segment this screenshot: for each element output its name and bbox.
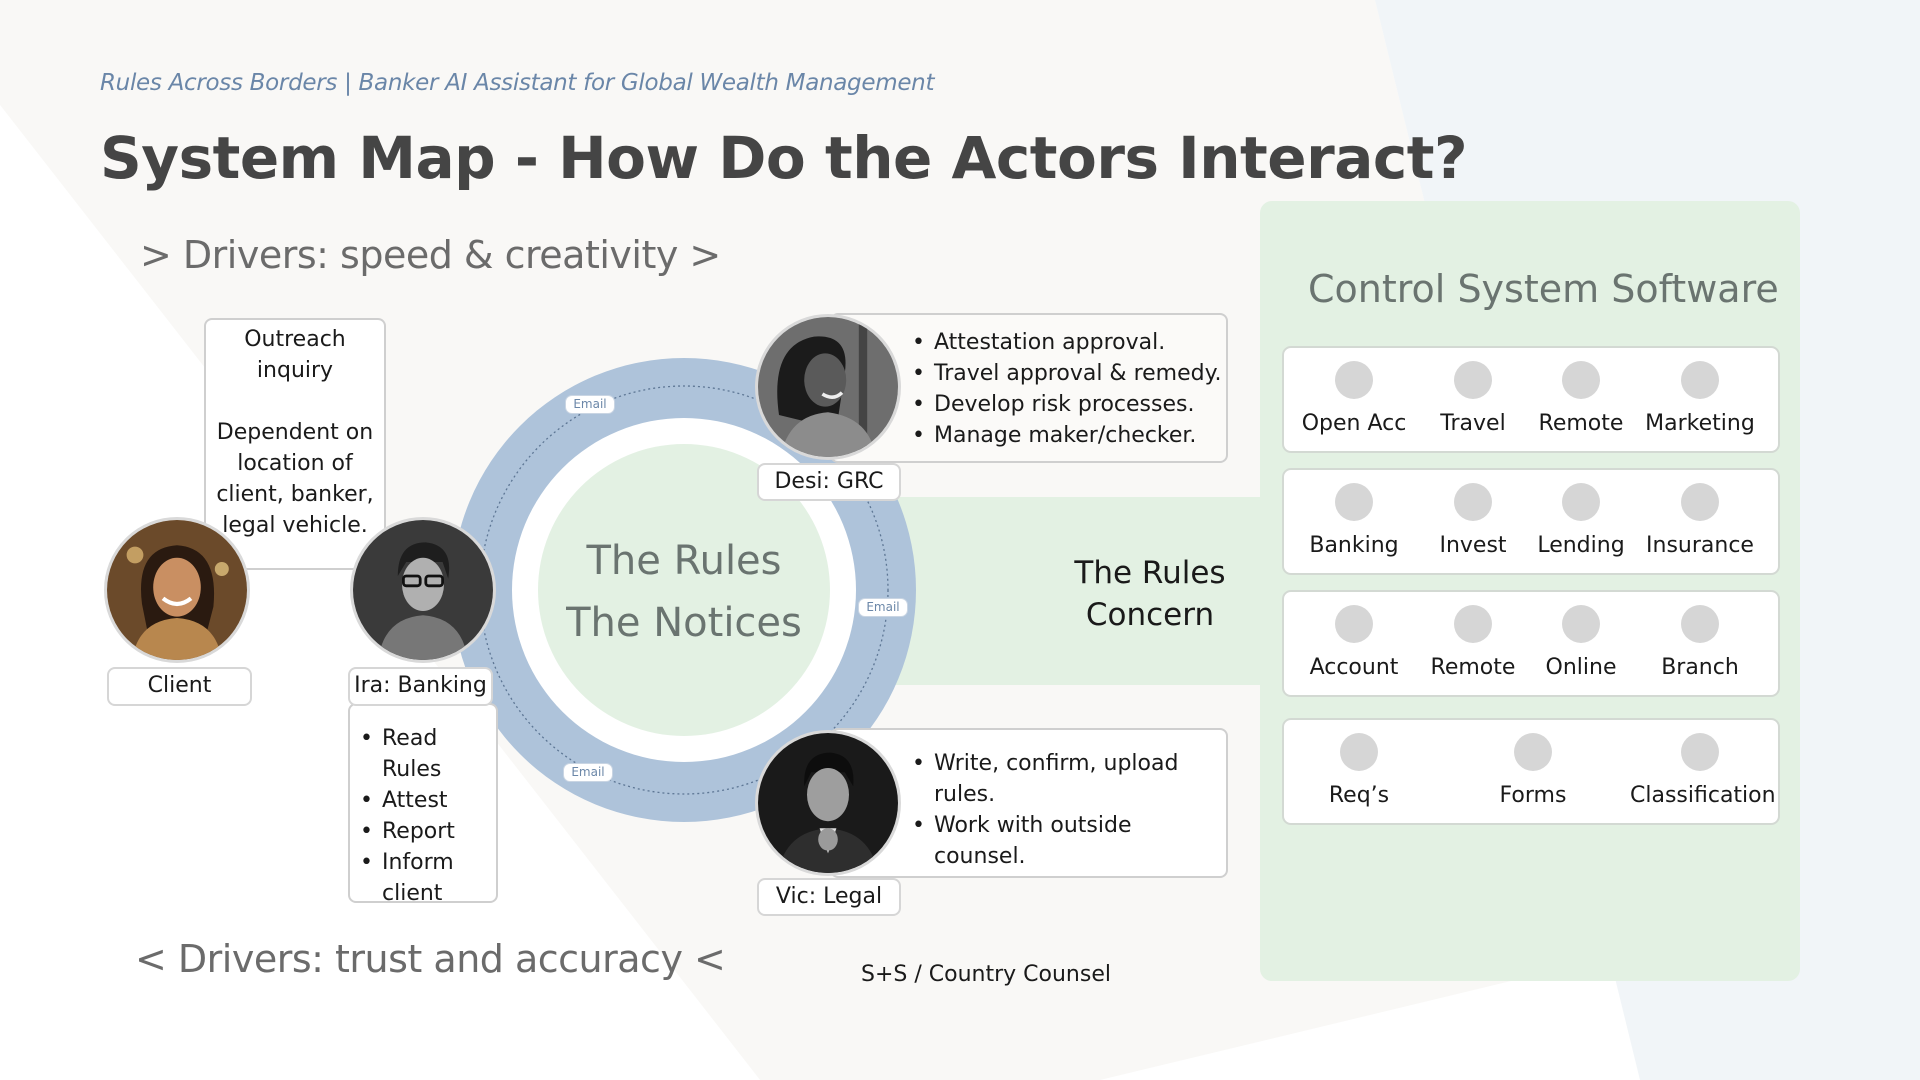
ira-task: Read Rules [356, 723, 496, 785]
center-line-notices: The Notices [566, 600, 802, 646]
control-item-insurance[interactable]: Insurance [1630, 470, 1770, 573]
control-item-label: Invest [1439, 533, 1507, 558]
outreach-line: legal vehicle. [222, 513, 368, 538]
outreach-note: Outreach inquiry Dependent on location o… [204, 318, 386, 570]
control-item-branch[interactable]: Branch [1630, 592, 1770, 695]
ira-task-list: Read Rules Attest Report Inform client [348, 703, 498, 906]
status-dot-icon [1681, 733, 1719, 771]
outreach-line: Dependent on [216, 420, 374, 445]
control-row: Banking Invest Lending Insurance [1282, 468, 1780, 575]
drivers-top-label: > Drivers: speed & creativity > [140, 233, 721, 277]
status-dot-icon [1340, 733, 1378, 771]
desi-task: Manage maker/checker. [908, 420, 1226, 451]
status-dot-icon [1681, 361, 1719, 399]
control-item-label: Marketing [1645, 411, 1755, 436]
desi-photo-icon [758, 317, 898, 457]
email-pill-bottom: Email [563, 763, 613, 782]
control-item-account[interactable]: Account [1284, 592, 1424, 695]
control-item-label: Online [1545, 655, 1617, 680]
ira-label: Ira: Banking [348, 667, 493, 706]
concern-line: The Rules [1074, 555, 1226, 591]
status-dot-icon [1454, 605, 1492, 643]
control-item-label: Account [1309, 655, 1399, 680]
control-item-banking[interactable]: Banking [1284, 470, 1424, 573]
status-dot-icon [1335, 483, 1373, 521]
client-photo-icon [107, 520, 247, 660]
control-item-invest[interactable]: Invest [1403, 470, 1543, 573]
control-item-label: Travel [1440, 411, 1506, 436]
client-label: Client [107, 667, 252, 706]
status-dot-icon [1335, 605, 1373, 643]
desi-avatar [755, 314, 901, 460]
vic-task: Work with outside counsel. [908, 810, 1226, 872]
client-avatar [104, 517, 250, 663]
background-white-wedge [1100, 950, 1640, 1080]
status-dot-icon [1562, 361, 1600, 399]
control-item-label: Branch [1661, 655, 1739, 680]
control-item-label: Remote [1538, 411, 1624, 436]
center-line-rules: The Rules [586, 538, 782, 584]
status-dot-icon [1681, 605, 1719, 643]
control-item-marketing[interactable]: Marketing [1630, 348, 1770, 451]
rules-concern-label: The Rules Concern [1040, 552, 1260, 636]
deck-subtitle: Rules Across Borders | Banker AI Assista… [100, 70, 935, 96]
control-item-label: Remote [1430, 655, 1516, 680]
outreach-line: Outreach [244, 327, 346, 352]
status-dot-icon [1454, 361, 1492, 399]
control-item-classification[interactable]: Classification [1630, 720, 1776, 823]
page-title: System Map - How Do the Actors Interact? [100, 124, 1468, 192]
control-item-lending[interactable]: Lending [1511, 470, 1651, 573]
vic-label: Vic: Legal [757, 878, 901, 916]
desi-task: Develop risk processes. [908, 389, 1226, 420]
drivers-bottom-label: < Drivers: trust and accuracy < [135, 937, 726, 981]
status-dot-icon [1562, 605, 1600, 643]
control-panel-title: Control System Software [1308, 267, 1779, 311]
center-circle [538, 444, 830, 736]
ira-task: Report [356, 816, 496, 847]
control-item-label: Classification [1630, 783, 1776, 808]
desi-task: Attestation approval. [908, 327, 1226, 358]
control-item-travel[interactable]: Travel [1403, 348, 1543, 451]
outreach-line: client, banker, [216, 482, 374, 507]
ira-photo-icon [353, 520, 493, 660]
control-item-remote[interactable]: Remote [1511, 348, 1651, 451]
control-item-label: Open Acc [1301, 411, 1407, 436]
control-item-open-acc[interactable]: Open Acc [1284, 348, 1424, 451]
outreach-line: inquiry [256, 358, 334, 383]
email-pill-top: Email [565, 395, 615, 414]
center-label: The Rules The Notices [534, 530, 834, 654]
ira-avatar [350, 517, 496, 663]
status-dot-icon [1335, 361, 1373, 399]
control-item-label: Req’s [1328, 783, 1390, 808]
vic-photo-icon [758, 733, 898, 873]
control-item-forms[interactable]: Forms [1463, 720, 1603, 823]
vic-task: Write, confirm, upload rules. [908, 748, 1226, 810]
control-row: Account Remote Online Branch [1282, 590, 1780, 697]
email-pill-right: Email [858, 598, 908, 617]
status-dot-icon [1454, 483, 1492, 521]
concern-line: Concern [1085, 597, 1215, 633]
outreach-line: location of [237, 451, 353, 476]
desi-task: Travel approval & remedy. [908, 358, 1226, 389]
control-item-reqs[interactable]: Req’s [1289, 720, 1429, 823]
control-item-remote-2[interactable]: Remote [1403, 592, 1543, 695]
control-item-label: Forms [1499, 783, 1567, 808]
status-dot-icon [1562, 483, 1600, 521]
desi-label: Desi: GRC [757, 463, 901, 501]
control-item-label: Lending [1537, 533, 1625, 558]
control-item-label: Banking [1309, 533, 1399, 558]
status-dot-icon [1681, 483, 1719, 521]
control-item-online[interactable]: Online [1511, 592, 1651, 695]
ira-task: Inform client [356, 847, 496, 909]
vic-avatar [755, 730, 901, 876]
country-counsel-label: S+S / Country Counsel [861, 962, 1111, 987]
status-dot-icon [1514, 733, 1552, 771]
ira-task: Attest [356, 785, 496, 816]
control-item-label: Insurance [1646, 533, 1754, 558]
control-row: Req’s Forms Classification [1282, 718, 1780, 825]
control-system-panel: Control System Software Open Acc Travel … [1260, 201, 1800, 981]
control-row: Open Acc Travel Remote Marketing [1282, 346, 1780, 453]
